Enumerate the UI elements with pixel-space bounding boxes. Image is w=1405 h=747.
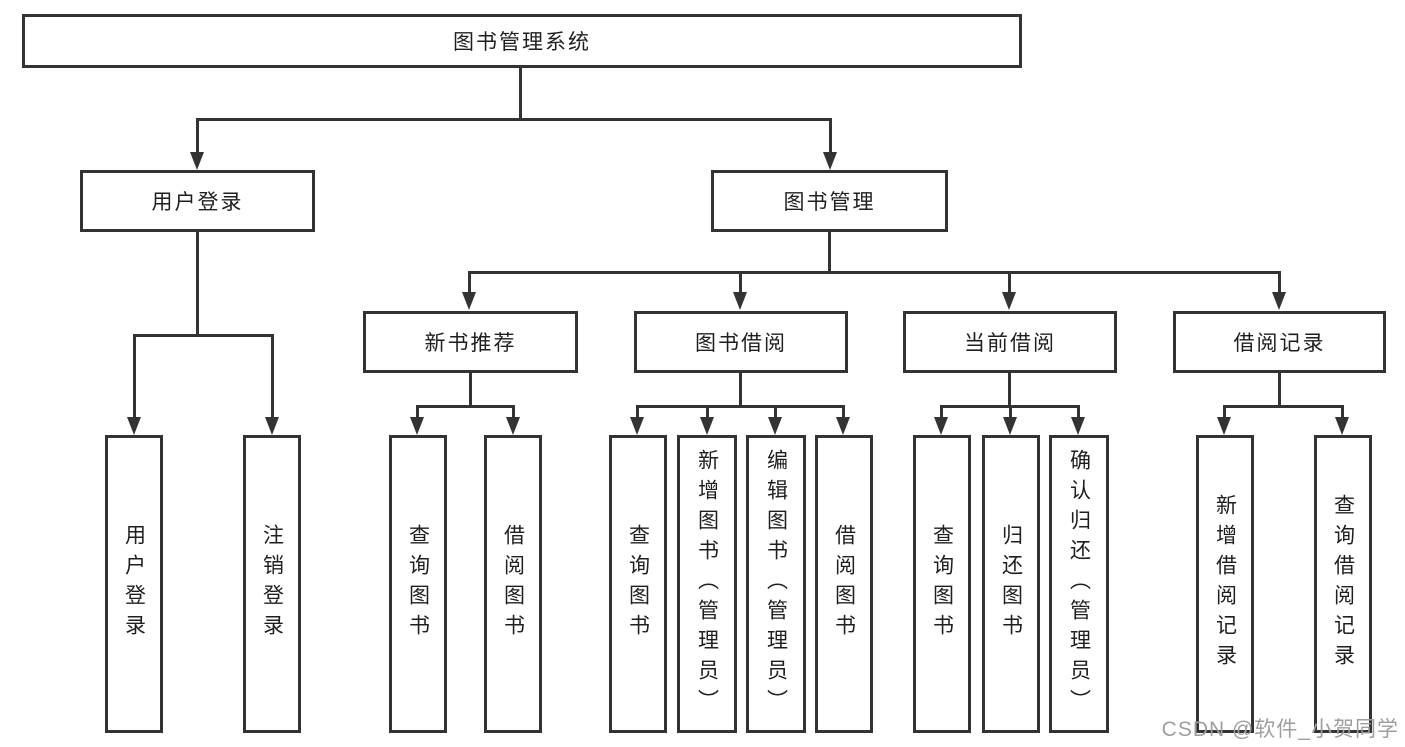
arrow-down-icon xyxy=(265,417,279,435)
arrow-down-icon xyxy=(1003,417,1017,435)
arrow-down-icon xyxy=(1217,417,1231,435)
connector-root-rail xyxy=(197,118,832,121)
arrow-down-icon xyxy=(823,152,837,170)
node-user-login: 用户登录 xyxy=(80,170,315,232)
leaf-query-borrow-record-label: 查询借阅记录 xyxy=(1331,494,1355,674)
leaf-confirm-return-admin-label: 确认归还（管理员） xyxy=(1067,449,1091,719)
leaf-logout-label: 注销登录 xyxy=(260,524,284,644)
arrow-down-icon xyxy=(190,152,204,170)
arrow-down-icon xyxy=(768,417,782,435)
leaf-query-books-2: 查询图书 xyxy=(609,435,667,733)
arrow-down-icon xyxy=(1002,292,1016,310)
connector-drop-book-borrow xyxy=(739,271,742,296)
arrow-down-icon xyxy=(506,417,520,435)
leaf-query-borrow-record: 查询借阅记录 xyxy=(1314,435,1372,733)
node-borrow-record: 借阅记录 xyxy=(1173,311,1386,373)
connector-drop-current-borrow xyxy=(1008,271,1011,296)
csdn-watermark: CSDN @软件_小贺同学 xyxy=(1161,718,1399,741)
node-book-borrow: 图书借阅 xyxy=(634,311,848,373)
arrow-down-icon xyxy=(1335,417,1349,435)
connector-book-borrow-stem xyxy=(739,373,742,408)
leaf-borrow-books-2-label: 借阅图书 xyxy=(832,524,856,644)
node-user-login-label: 用户登录 xyxy=(151,191,244,214)
connector-drop xyxy=(842,405,845,419)
connector-user-login-rail xyxy=(133,334,274,337)
connector-drop xyxy=(416,405,419,419)
connector-book-management-rail xyxy=(468,271,1281,274)
node-current-borrow-label: 当前借阅 xyxy=(964,332,1056,355)
connector-drop xyxy=(636,405,639,419)
connector-borrow-record-stem xyxy=(1278,373,1281,408)
leaf-edit-books-admin-label: 编辑图书（管理员） xyxy=(764,449,788,719)
connector-drop xyxy=(940,405,943,419)
leaf-query-books-3-label: 查询图书 xyxy=(930,524,954,644)
node-library-system: 图书管理系统 xyxy=(22,14,1022,68)
connector-new-book-stem xyxy=(469,373,472,408)
node-book-management: 图书管理 xyxy=(711,170,948,232)
connector-drop-book-management xyxy=(829,118,832,156)
node-library-system-label: 图书管理系统 xyxy=(453,31,591,54)
leaf-edit-books-admin: 编辑图书（管理员） xyxy=(746,435,806,733)
connector-drop xyxy=(1077,405,1080,419)
leaf-user-login: 用户登录 xyxy=(105,435,163,733)
node-new-book-recommend: 新书推荐 xyxy=(363,311,578,373)
connector-drop xyxy=(512,405,515,419)
leaf-add-books-admin: 新增图书（管理员） xyxy=(677,435,737,733)
connector-drop xyxy=(1223,405,1226,419)
connector-drop-leaf-logout xyxy=(271,334,274,419)
leaf-add-borrow-record: 新增借阅记录 xyxy=(1196,435,1254,733)
leaf-confirm-return-admin: 确认归还（管理员） xyxy=(1049,435,1109,733)
connector-book-borrow-rail xyxy=(637,405,845,408)
node-borrow-record-label: 借阅记录 xyxy=(1233,332,1326,355)
node-new-book-recommend-label: 新书推荐 xyxy=(424,332,517,355)
leaf-return-books-label: 归还图书 xyxy=(999,524,1023,644)
connector-drop-user-login xyxy=(196,118,199,156)
connector-user-login-stem xyxy=(196,232,199,337)
leaf-borrow-books-2: 借阅图书 xyxy=(815,435,873,733)
leaf-add-books-admin-label: 新增图书（管理员） xyxy=(695,449,719,719)
leaf-logout: 注销登录 xyxy=(243,435,301,733)
leaf-user-login-label: 用户登录 xyxy=(122,524,146,644)
arrow-down-icon xyxy=(410,417,424,435)
connector-borrow-record-rail xyxy=(1224,405,1344,408)
leaf-return-books: 归还图书 xyxy=(982,435,1040,733)
connector-drop-leaf-login xyxy=(133,334,136,419)
arrow-down-icon xyxy=(127,417,141,435)
arrow-down-icon xyxy=(1071,417,1085,435)
node-book-borrow-label: 图书借阅 xyxy=(695,332,787,355)
connector-drop-new-book xyxy=(468,271,471,296)
connector-drop xyxy=(1009,405,1012,419)
connector-book-management-stem xyxy=(828,232,831,274)
arrow-down-icon xyxy=(733,292,747,310)
arrow-down-icon xyxy=(700,417,714,435)
leaf-query-books-1: 查询图书 xyxy=(389,435,447,733)
connector-drop xyxy=(706,405,709,419)
arrow-down-icon xyxy=(1272,292,1286,310)
connector-drop xyxy=(774,405,777,419)
connector-drop-borrow-record xyxy=(1278,271,1281,296)
connector-current-borrow-stem xyxy=(1008,373,1011,408)
connector-drop xyxy=(1341,405,1344,419)
node-current-borrow: 当前借阅 xyxy=(903,311,1117,373)
arrow-down-icon xyxy=(836,417,850,435)
node-book-management-label: 图书管理 xyxy=(783,191,876,214)
leaf-query-books-2-label: 查询图书 xyxy=(626,524,650,644)
arrow-down-icon xyxy=(934,417,948,435)
leaf-borrow-books-1: 借阅图书 xyxy=(484,435,542,733)
arrow-down-icon xyxy=(630,417,644,435)
connector-new-book-rail xyxy=(417,405,515,408)
leaf-borrow-books-1-label: 借阅图书 xyxy=(501,524,525,644)
arrow-down-icon xyxy=(462,292,476,310)
leaf-add-borrow-record-label: 新增借阅记录 xyxy=(1213,494,1237,674)
leaf-query-books-1-label: 查询图书 xyxy=(406,524,430,644)
connector-root-stem xyxy=(519,68,522,121)
leaf-query-books-3: 查询图书 xyxy=(913,435,971,733)
